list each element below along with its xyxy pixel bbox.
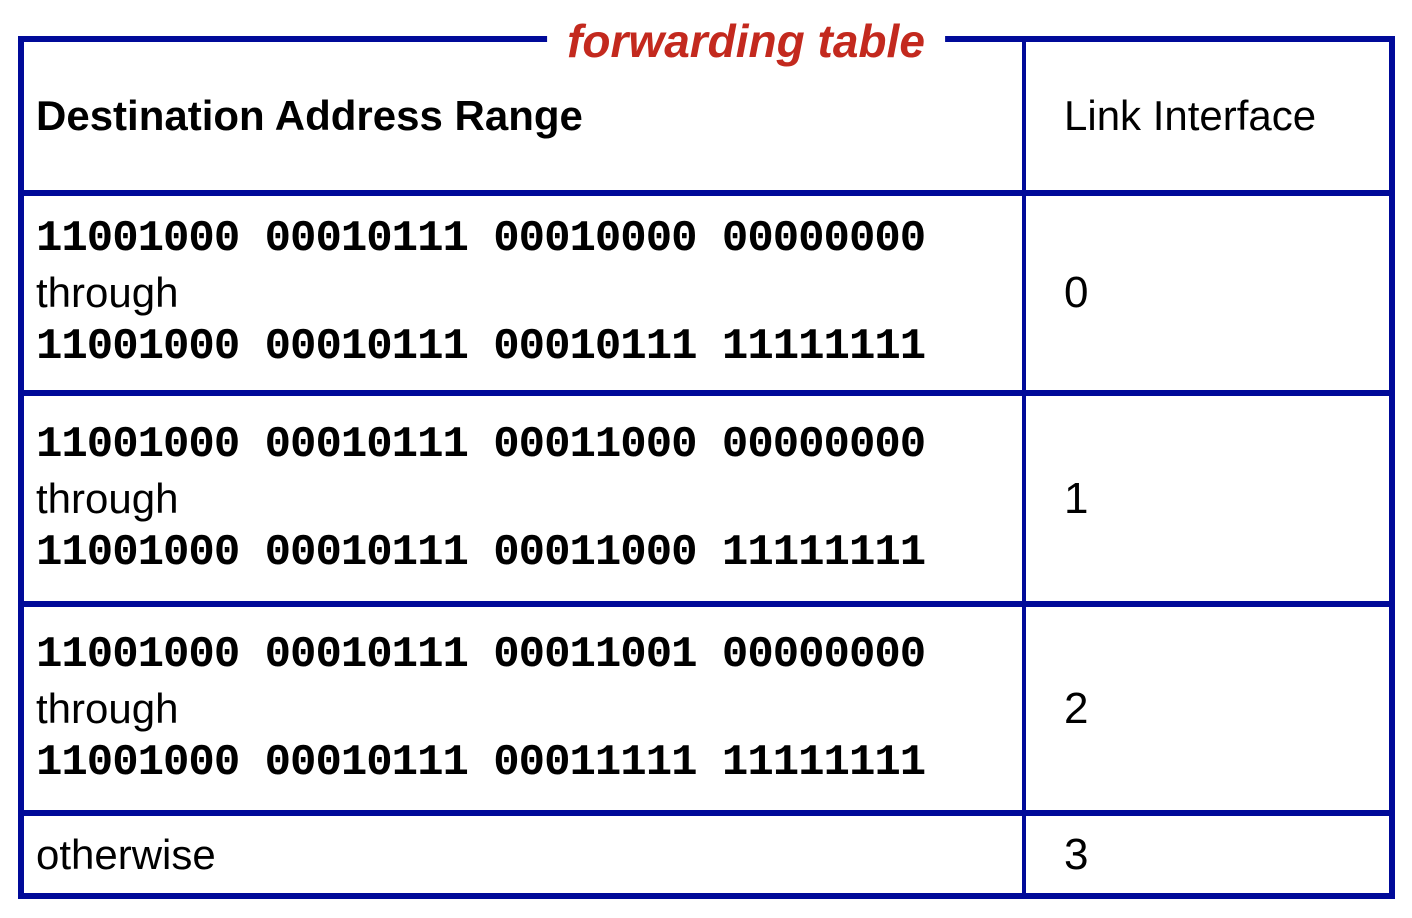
range-start-address: 11001000 00010111 00011001 00000000 [36, 629, 926, 680]
range-end-address: 11001000 00010111 00010111 11111111 [36, 322, 926, 372]
table-row-interface-2: 11001000 00010111 00011001 00000000 thro… [24, 601, 1389, 810]
table-row-interface-1: 11001000 00010111 00011000 00000000 thro… [24, 390, 1389, 601]
range-end-address: 11001000 00010111 00011000 11111111 [36, 527, 926, 578]
link-interface-value: 2 [1064, 683, 1089, 733]
range-start-address: 11001000 00010111 00011000 00000000 [36, 419, 926, 470]
otherwise-label: otherwise [24, 816, 1026, 893]
link-interface-value: 1 [1064, 473, 1089, 523]
link-interface-value: 3 [1064, 829, 1089, 879]
table-row-interface-0: 11001000 00010111 00010000 00000000 thro… [24, 190, 1389, 390]
range-connector: through [36, 269, 179, 316]
address-range-cell: 11001000 00010111 00011000 00000000 thro… [24, 396, 1026, 601]
address-range-cell: 11001000 00010111 00010000 00000000 thro… [24, 196, 1026, 390]
link-interface-value: 0 [1064, 268, 1089, 317]
address-range-cell: 11001000 00010111 00011001 00000000 thro… [24, 607, 1026, 810]
range-connector: through [36, 474, 179, 522]
column-header-link-interface: Link Interface [1064, 92, 1317, 139]
header-row: Destination Address Range Link Interface [24, 42, 1389, 190]
table-title: forwarding table [547, 9, 945, 73]
forwarding-table: forwarding table Destination Address Ran… [18, 9, 1395, 899]
range-start-address: 11001000 00010111 00010000 00000000 [36, 214, 926, 264]
table-row-otherwise: otherwise 3 [24, 810, 1389, 893]
column-header-destination-address-range: Destination Address Range [24, 42, 1026, 190]
range-end-address: 11001000 00010111 00011111 11111111 [36, 737, 926, 788]
range-connector: through [36, 684, 179, 732]
